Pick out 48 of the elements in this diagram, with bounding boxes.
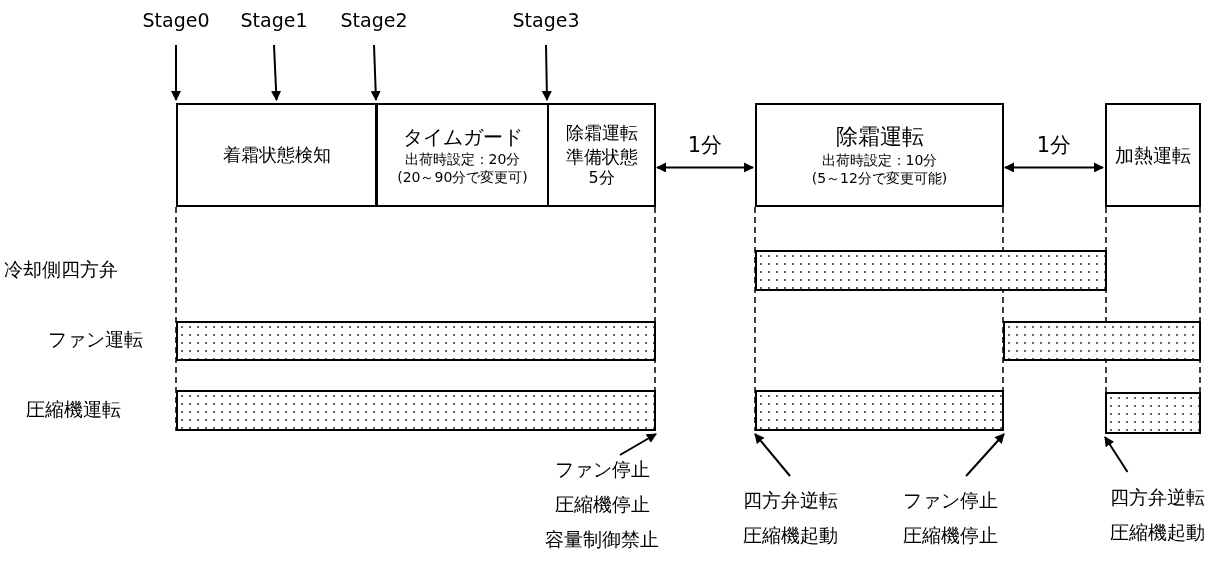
timing-bar	[755, 250, 1107, 291]
arrow	[171, 44, 181, 101]
phase-title: 加熱運転	[1115, 142, 1191, 168]
phase-box	[176, 103, 377, 207]
phase-note: 5分	[588, 168, 615, 189]
stage-label: Stage0	[142, 8, 210, 33]
leader-arrow	[1104, 436, 1129, 473]
double-arrow	[656, 162, 754, 173]
timing-bar	[176, 321, 656, 361]
leader-arrow	[754, 433, 791, 477]
stage-label: Stage1	[240, 8, 308, 33]
phase-box	[755, 103, 1004, 207]
phase-box	[376, 103, 549, 207]
phase-title: 除霜運転	[835, 122, 924, 151]
row-label: ファン運転	[48, 327, 143, 352]
annotation-text: 圧縮機起動	[1109, 520, 1205, 546]
phase-title: タイムガード	[402, 123, 523, 150]
arrow	[541, 44, 552, 101]
phase-note: (20～90分で変更可)	[397, 168, 528, 187]
arrow	[271, 44, 282, 101]
timing-bar	[755, 390, 1004, 431]
phase-box	[1105, 103, 1201, 207]
leader-arrow	[619, 433, 657, 456]
timing-bar	[1105, 392, 1201, 434]
annotation-text: 四方弁逆転	[742, 488, 838, 513]
annotation-text: 四方弁逆転	[1109, 485, 1205, 510]
timing-bar	[176, 390, 656, 431]
leader-arrow	[965, 433, 1005, 477]
stage-label: Stage3	[512, 8, 580, 33]
row-label: 冷却側四方弁	[4, 257, 118, 282]
timing-bar	[1003, 321, 1201, 361]
phase-title: 除霜運転	[565, 121, 638, 145]
annotation-text: ファン停止	[554, 457, 650, 482]
phase-title: 着霜状態検知	[222, 143, 331, 167]
phase-note: 準備状態	[565, 144, 638, 168]
arrow	[370, 44, 381, 101]
phase-note: 出荷時設定：20分	[404, 149, 521, 168]
stage-label: Stage2	[340, 8, 408, 33]
annotation-text: 圧縮機停止	[902, 523, 998, 549]
phase-note: (5～12分で変更可能)	[811, 169, 948, 188]
annotation-text: ファン停止	[902, 488, 998, 513]
row-label: 圧縮機運転	[26, 397, 121, 422]
phase-note: 出荷時設定：10分	[821, 151, 938, 170]
phase-box	[547, 103, 656, 207]
double-arrow	[1004, 162, 1104, 173]
annotation-text: 圧縮機起動	[742, 523, 838, 549]
annotation-text: 容量制御禁止	[545, 527, 659, 553]
annotation-text: 圧縮機停止	[554, 492, 650, 518]
